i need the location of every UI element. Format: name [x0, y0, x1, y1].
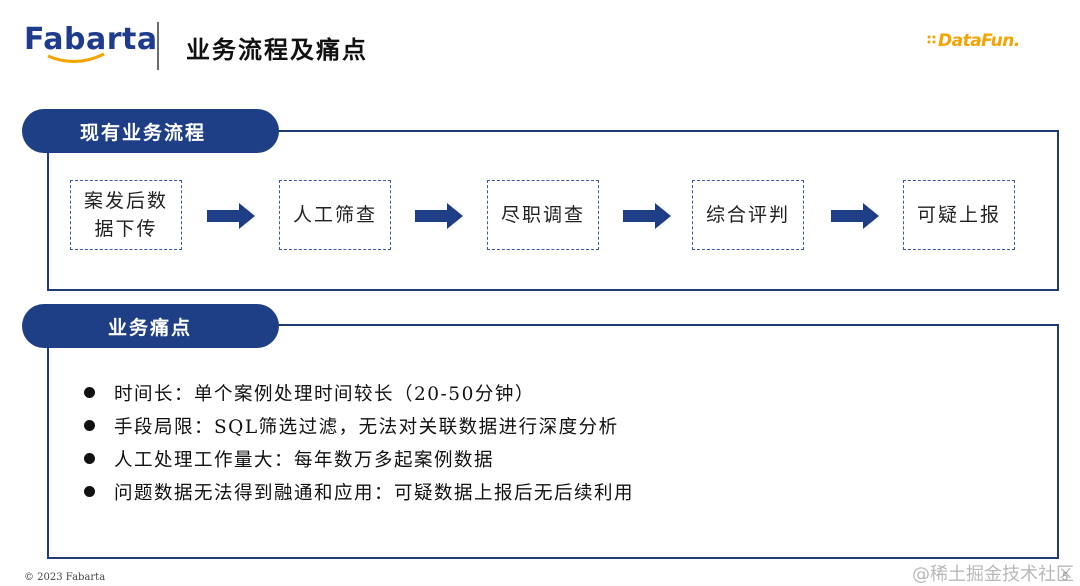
fabarta-logo: Fabarta — [24, 22, 158, 57]
copyright: © 2023 Fabarta — [24, 572, 106, 583]
pain-panel — [47, 324, 1059, 559]
list-item: 时间长：单个案例处理时间较长（20-50分钟） — [84, 376, 634, 409]
right-arrow-icon — [415, 203, 463, 229]
flow-step-2: 人工筛查 — [279, 180, 391, 250]
flow-step-5: 可疑上报 — [903, 180, 1015, 250]
bullet-icon — [84, 387, 95, 398]
bullet-icon — [84, 453, 95, 464]
list-item: 手段局限：SQL筛选过滤，无法对关联数据进行深度分析 — [84, 409, 634, 442]
list-item: 问题数据无法得到融通和应用：可疑数据上报后无后续利用 — [84, 475, 634, 508]
pain-section-title: 业务痛点 — [22, 304, 279, 348]
flow-step-4: 综合评判 — [692, 180, 804, 250]
logo-swoosh-icon — [47, 52, 105, 63]
flow-section-title: 现有业务流程 — [22, 109, 279, 153]
watermark: @稀土掘金技术社区 — [912, 564, 1074, 585]
flow-step-1: 案发后数据下传 — [70, 180, 182, 250]
page-title: 业务流程及痛点 — [186, 35, 368, 64]
brand-dots-icon — [927, 35, 936, 44]
bullet-icon — [84, 486, 95, 497]
page-number: 5 — [1062, 572, 1069, 583]
bullet-icon — [84, 420, 95, 431]
right-arrow-icon — [831, 203, 879, 229]
right-arrow-icon — [207, 203, 255, 229]
right-arrow-icon — [623, 203, 671, 229]
datafun-brand: DataFun. — [938, 31, 1020, 51]
header-divider — [157, 22, 159, 70]
flow-step-3: 尽职调查 — [487, 180, 599, 250]
list-item: 人工处理工作量大：每年数万多起案例数据 — [84, 442, 634, 475]
pain-points-list: 时间长：单个案例处理时间较长（20-50分钟） 手段局限：SQL筛选过滤，无法对… — [84, 376, 634, 508]
